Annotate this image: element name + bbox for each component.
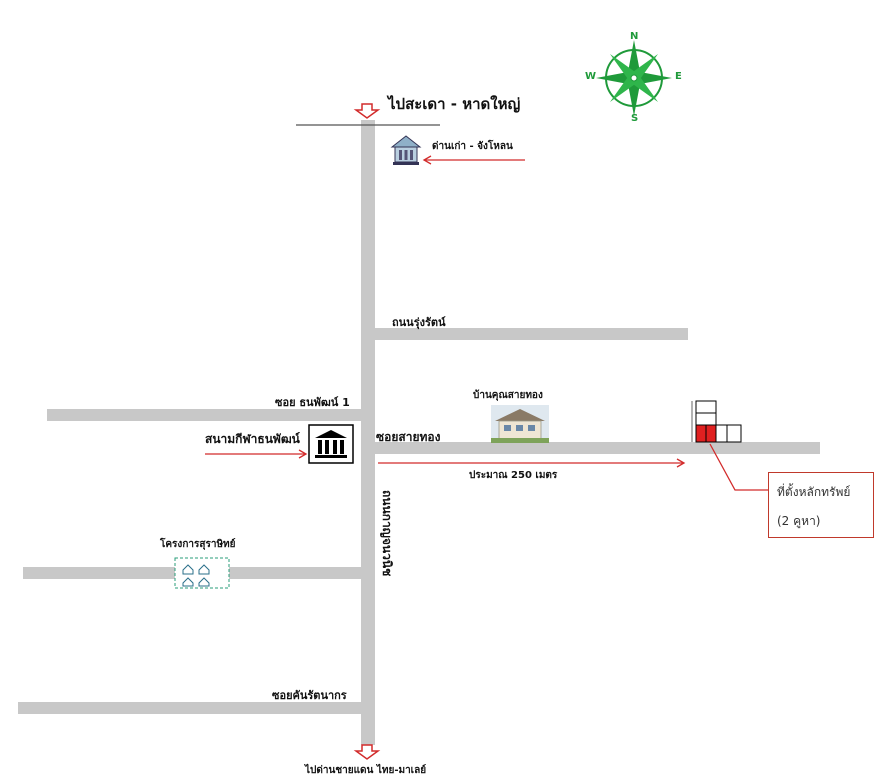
property-title: ที่ตั้งหลักทรัพย์ xyxy=(777,485,851,499)
soi-south-road xyxy=(18,702,361,714)
property-shophouses xyxy=(691,400,742,443)
project-label: โครงการสุราษิทย์ xyxy=(160,539,236,550)
distance-label: ประมาณ 250 เมตร xyxy=(469,470,558,481)
customs-office-label: ด่านเก่า - จังโหลน xyxy=(432,141,513,152)
callout-leader xyxy=(709,443,768,491)
main-road xyxy=(361,120,375,745)
soi-saithong-label: ซอยสายทอง xyxy=(376,430,441,444)
compass-s: S xyxy=(631,113,639,124)
north-destination-label: ไปสะเดา - หาดใหญ่ xyxy=(388,95,521,113)
housing-project-icon xyxy=(174,557,230,589)
compass-rose-icon xyxy=(596,40,672,116)
property-unit xyxy=(705,424,717,443)
soi-thanapat-road xyxy=(47,409,361,421)
south-destination-label: ไปด่านชายแดน ไทย-มาเลย์ xyxy=(305,765,427,776)
road-rungrat-label: ถนนรุ่งรัตน์ xyxy=(392,316,446,329)
customs-building-icon xyxy=(390,135,422,165)
roads xyxy=(18,120,820,745)
house-saithong-icon xyxy=(491,405,549,443)
soi-thanapat-label: ซอย ธนพัฒน์ 1 xyxy=(275,396,350,409)
soi-south-label: ซอยคันรัตนากร xyxy=(272,689,347,702)
north-end-marker xyxy=(353,103,381,119)
compass-e: E xyxy=(675,71,682,82)
road-rungrat xyxy=(375,328,688,340)
arrows xyxy=(205,155,768,491)
compass-n: N xyxy=(630,31,639,42)
house-saithong-label: บ้านคุณสายทอง xyxy=(473,390,543,401)
property-callout: ที่ตั้งหลักทรัพย์ (2 คูหา) xyxy=(768,472,874,538)
property-units: (2 คูหา) xyxy=(777,514,821,528)
compass-w: W xyxy=(585,71,597,82)
stadium-building-icon xyxy=(308,424,354,464)
south-end-marker xyxy=(353,744,381,760)
main-road-label: ถนนกาญจนวนิช xyxy=(380,490,394,577)
soi-saithong-road xyxy=(375,442,820,454)
stadium-label: สนามกีฬาธนพัฒน์ xyxy=(205,432,300,446)
property-unit xyxy=(695,424,707,443)
